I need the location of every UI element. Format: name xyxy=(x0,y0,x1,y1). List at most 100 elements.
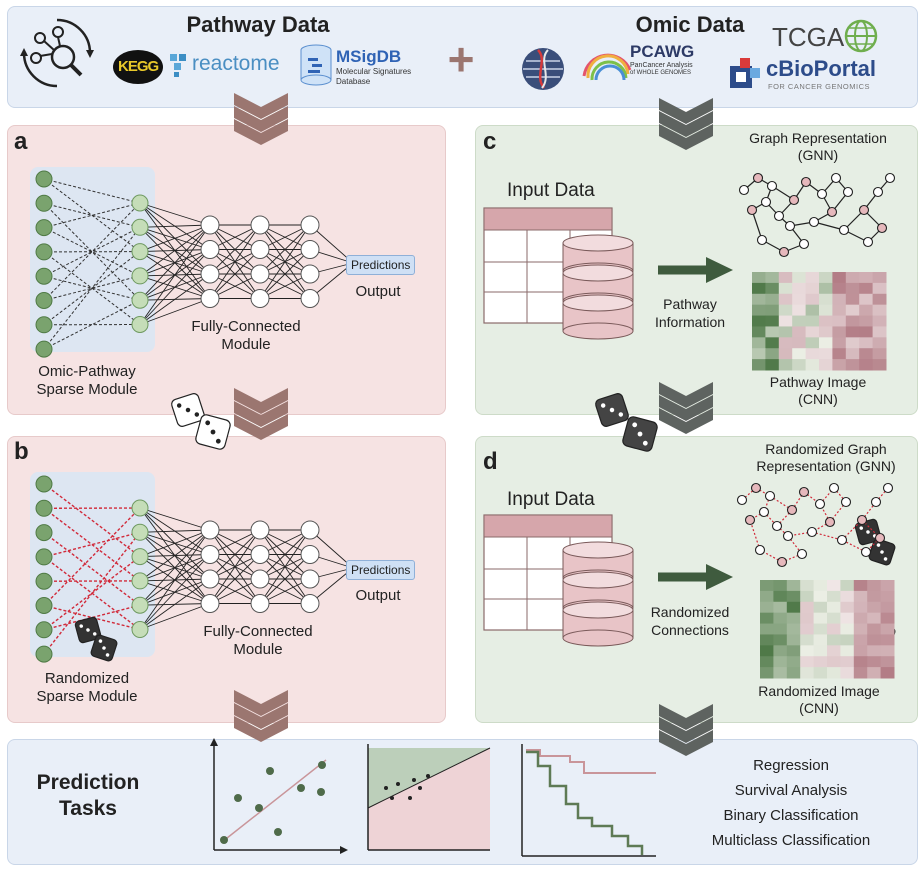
heatmap-cell-c-1-6 xyxy=(832,282,847,295)
heatmap-cell-d-8-2 xyxy=(786,667,801,679)
graph-edge-c-26 xyxy=(751,209,763,241)
dense-edge-a-0-0-0 xyxy=(139,202,211,226)
heatmap-cell-c-7-1 xyxy=(765,348,780,360)
graph-node-d-3 xyxy=(758,506,770,518)
regression-point-2 xyxy=(255,804,263,812)
heatmap-cell-d-1-7 xyxy=(853,590,868,603)
hidden-node-a-1-0 xyxy=(250,215,270,235)
graph-edge-d-11 xyxy=(833,487,847,503)
heatmap-cell-d-8-8 xyxy=(867,667,882,679)
heatmap-cell-d-5-5 xyxy=(827,634,841,646)
graph-node-d-4 xyxy=(744,514,756,526)
fc-module-label-b-2: Module xyxy=(233,641,283,658)
table-header-c xyxy=(483,207,613,231)
heatmap-cell-d-3-0 xyxy=(760,612,774,625)
heatmap-cell-c-4-7 xyxy=(845,315,860,327)
dense-edge-b-0-1-0 xyxy=(139,529,211,533)
heatmap-cell-d-3-9 xyxy=(880,612,895,625)
panel-b-letter: b xyxy=(14,438,29,465)
fc-module-label-a-2: Module xyxy=(221,336,271,353)
heatmap-cell-c-7-3 xyxy=(792,348,807,360)
graph-node-c-0 xyxy=(738,184,750,196)
heatmap-cell-c-7-0 xyxy=(752,348,766,360)
regression-point-7 xyxy=(318,761,326,769)
arrow-label-d-2: Connections xyxy=(651,622,729,638)
heatmap-cell-d-4-2 xyxy=(786,623,801,635)
heatmap-cell-c-6-1 xyxy=(765,337,780,349)
chevron-mid-right-2 xyxy=(659,408,713,434)
heatmap-cell-d-6-5 xyxy=(827,645,841,657)
hidden-node-b-1-2 xyxy=(250,569,270,589)
heatmap-cell-c-6-8 xyxy=(859,337,874,349)
dice-d-2 xyxy=(868,538,896,566)
dense-edge-a-0-2-0 xyxy=(139,224,211,253)
graph-node-c-1 xyxy=(752,172,764,184)
graph-node-d-7 xyxy=(782,530,794,542)
chevron-mid-right-0 xyxy=(659,382,713,408)
db-top-c-1 xyxy=(562,264,634,282)
pcawg-sub2: of WHOLE GENOMES xyxy=(630,70,692,76)
dice-b-1 xyxy=(74,616,102,644)
heatmap-cell-d-1-3 xyxy=(800,590,815,603)
heatmap-cell-c-1-4 xyxy=(805,282,820,295)
heatmap-cell-d-3-4 xyxy=(813,612,828,625)
sparse-edge-a-11 xyxy=(43,202,141,301)
graph-node-c-15 xyxy=(858,204,870,216)
image-label-d-2: (CNN) xyxy=(799,700,839,716)
hidden-node-a-1-1 xyxy=(250,240,270,259)
heatmap-cell-c-5-3 xyxy=(792,326,807,338)
graph-node-d-0 xyxy=(736,494,748,506)
chevron-bottom-left-2 xyxy=(234,716,288,742)
survival-curve-high xyxy=(526,749,656,774)
db-bottom-c-2 xyxy=(562,322,634,340)
dense-edge-b-1-3-1 xyxy=(209,554,261,604)
heatmap-cell-d-4-9 xyxy=(880,623,895,635)
heatmap-cell-c-2-1 xyxy=(765,293,780,306)
heatmap-cell-d-0-9 xyxy=(880,580,895,592)
input-node-b-5 xyxy=(35,597,53,614)
task-multiclass: Multiclass Classification xyxy=(711,832,871,849)
class-region-bottom xyxy=(368,748,490,850)
heatmap-cell-d-6-4 xyxy=(813,645,828,657)
db-top-c-2 xyxy=(562,294,634,312)
dense-edge-b-0-5-1 xyxy=(139,554,211,630)
heatmap-cell-c-6-5 xyxy=(819,337,833,349)
chevron-bottom-right-0 xyxy=(659,704,713,730)
predictions-box-b: Predictions xyxy=(346,560,416,580)
heatmap-cell-c-6-3 xyxy=(792,337,807,349)
regression-x-arrow xyxy=(340,846,348,854)
graph-node-d-16 xyxy=(870,496,882,508)
image-label-c-2: (CNN) xyxy=(798,391,838,407)
heatmap-cell-c-5-4 xyxy=(805,326,820,338)
heatmap-cell-c-4-0 xyxy=(752,315,766,327)
heatmap-cell-c-1-2 xyxy=(778,282,793,295)
hidden-node-b-2-3 xyxy=(300,594,320,613)
graph-node-c-12 xyxy=(826,206,838,218)
heatmap-cell-d-7-3 xyxy=(800,656,815,668)
heatmap-cell-c-8-9 xyxy=(872,359,887,371)
heatmap-cell-c-8-7 xyxy=(845,359,860,371)
heatmap-cell-c-8-0 xyxy=(752,359,766,371)
dense-edge-b-0-4-0 xyxy=(139,529,211,606)
graph-label-c-1: Graph Representation xyxy=(749,130,887,146)
reactome-logo-text: reactome xyxy=(192,52,280,75)
heatmap-cell-c-5-1 xyxy=(765,326,780,338)
heatmap-cell-c-6-4 xyxy=(805,337,820,349)
graph-label-c-2: (GNN) xyxy=(797,147,839,163)
sparse-module-bg-a xyxy=(30,167,155,352)
arrow-head-d xyxy=(706,564,733,590)
heatmap-cell-d-8-6 xyxy=(840,667,855,679)
hidden-node-b-2-2 xyxy=(300,569,320,589)
arrow-label-c-2: Information xyxy=(654,314,726,330)
pathway-node-b-1 xyxy=(131,523,149,541)
heatmap-cell-d-7-2 xyxy=(786,656,801,668)
heatmap-cell-d-0-7 xyxy=(853,580,868,592)
heatmap-cell-d-0-2 xyxy=(786,580,801,592)
input-node-a-4 xyxy=(35,267,53,285)
sparse-module-bg-b xyxy=(30,472,155,657)
heatmap-cell-c-4-3 xyxy=(792,315,807,327)
heatmap-cell-d-3-5 xyxy=(827,612,841,625)
regression-point-5 xyxy=(297,784,305,792)
dense-edge-a-2-2-0 xyxy=(259,224,311,275)
